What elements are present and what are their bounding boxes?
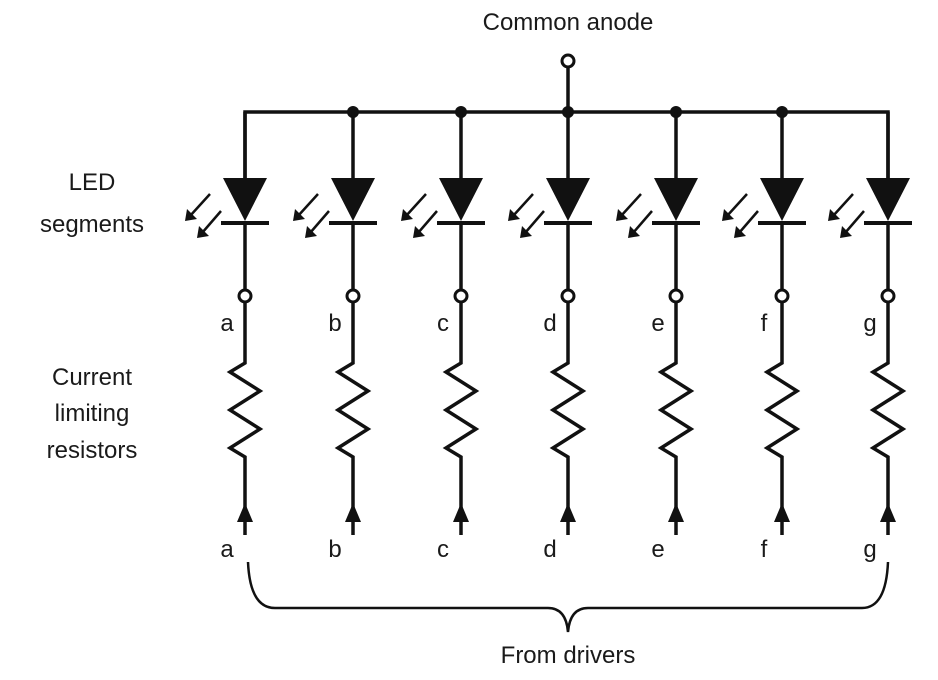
segment-label-top: f bbox=[761, 310, 768, 337]
current-arrow-icon bbox=[880, 503, 896, 522]
light-emission-arrows-icon bbox=[401, 193, 438, 238]
segment-label-bottom: b bbox=[328, 536, 341, 563]
led-diode-icon bbox=[223, 178, 267, 221]
segment-label-top: d bbox=[543, 310, 556, 337]
current-arrow-icon bbox=[345, 503, 361, 522]
segment-label-top: b bbox=[328, 310, 341, 337]
current-arrow-icon bbox=[237, 503, 253, 522]
segment-terminal bbox=[668, 288, 684, 304]
resistor-icon bbox=[869, 302, 907, 535]
drivers-brace bbox=[246, 561, 890, 633]
light-emission-arrows-icon bbox=[508, 193, 545, 238]
led-segments-label-line2: segments bbox=[40, 211, 144, 238]
led-diode-icon bbox=[546, 178, 590, 221]
segment-a: aa bbox=[185, 112, 269, 563]
segment-label-bottom: a bbox=[220, 536, 234, 563]
resistors-label-line3: resistors bbox=[47, 437, 138, 464]
segment-label-bottom: c bbox=[437, 536, 449, 563]
segment-terminal bbox=[774, 288, 790, 304]
segment-label-top: c bbox=[437, 310, 449, 337]
current-arrow-icon bbox=[774, 503, 790, 522]
led-diode-icon bbox=[654, 178, 698, 221]
resistor-icon bbox=[442, 302, 480, 535]
led-diode-icon bbox=[866, 178, 910, 221]
resistors-label-line1: Current bbox=[52, 364, 132, 391]
segment-d: dd bbox=[508, 106, 592, 563]
anode-terminal bbox=[560, 53, 576, 69]
resistors-label-line2: limiting bbox=[55, 400, 130, 427]
led-diode-icon bbox=[439, 178, 483, 221]
light-emission-arrows-icon bbox=[185, 193, 222, 238]
resistor-icon bbox=[549, 302, 587, 535]
segment-terminal bbox=[453, 288, 469, 304]
segment-label-bottom: d bbox=[543, 536, 556, 563]
resistor-icon bbox=[657, 302, 695, 535]
segment-label-bottom: e bbox=[651, 536, 664, 563]
segment-e: ee bbox=[616, 106, 700, 563]
segment-b: bb bbox=[293, 106, 377, 563]
common-anode-label: Common anode bbox=[483, 9, 654, 36]
current-arrow-icon bbox=[453, 503, 469, 522]
current-arrow-icon bbox=[560, 503, 576, 522]
segment-label-top: g bbox=[863, 310, 876, 337]
light-emission-arrows-icon bbox=[616, 193, 653, 238]
resistor-icon bbox=[763, 302, 801, 535]
segment-terminal bbox=[345, 288, 361, 304]
segment-f: ff bbox=[722, 106, 806, 563]
segment-label-bottom: f bbox=[761, 536, 768, 563]
resistor-icon bbox=[334, 302, 372, 535]
segment-g: gg bbox=[828, 112, 912, 563]
light-emission-arrows-icon bbox=[828, 193, 865, 238]
led-segments-label-line1: LED bbox=[69, 169, 116, 196]
segment-terminal bbox=[237, 288, 253, 304]
resistor-icon bbox=[226, 302, 264, 535]
from-drivers-label: From drivers bbox=[501, 642, 636, 669]
light-emission-arrows-icon bbox=[293, 193, 330, 238]
segment-label-top: e bbox=[651, 310, 664, 337]
segment-c: cc bbox=[401, 106, 485, 563]
light-emission-arrows-icon bbox=[722, 193, 759, 238]
led-diode-icon bbox=[760, 178, 804, 221]
segment-terminal bbox=[880, 288, 896, 304]
led-diode-icon bbox=[331, 178, 375, 221]
segment-label-top: a bbox=[220, 310, 234, 337]
segment-terminal bbox=[560, 288, 576, 304]
segment-label-bottom: g bbox=[863, 536, 876, 563]
current-arrow-icon bbox=[668, 503, 684, 522]
